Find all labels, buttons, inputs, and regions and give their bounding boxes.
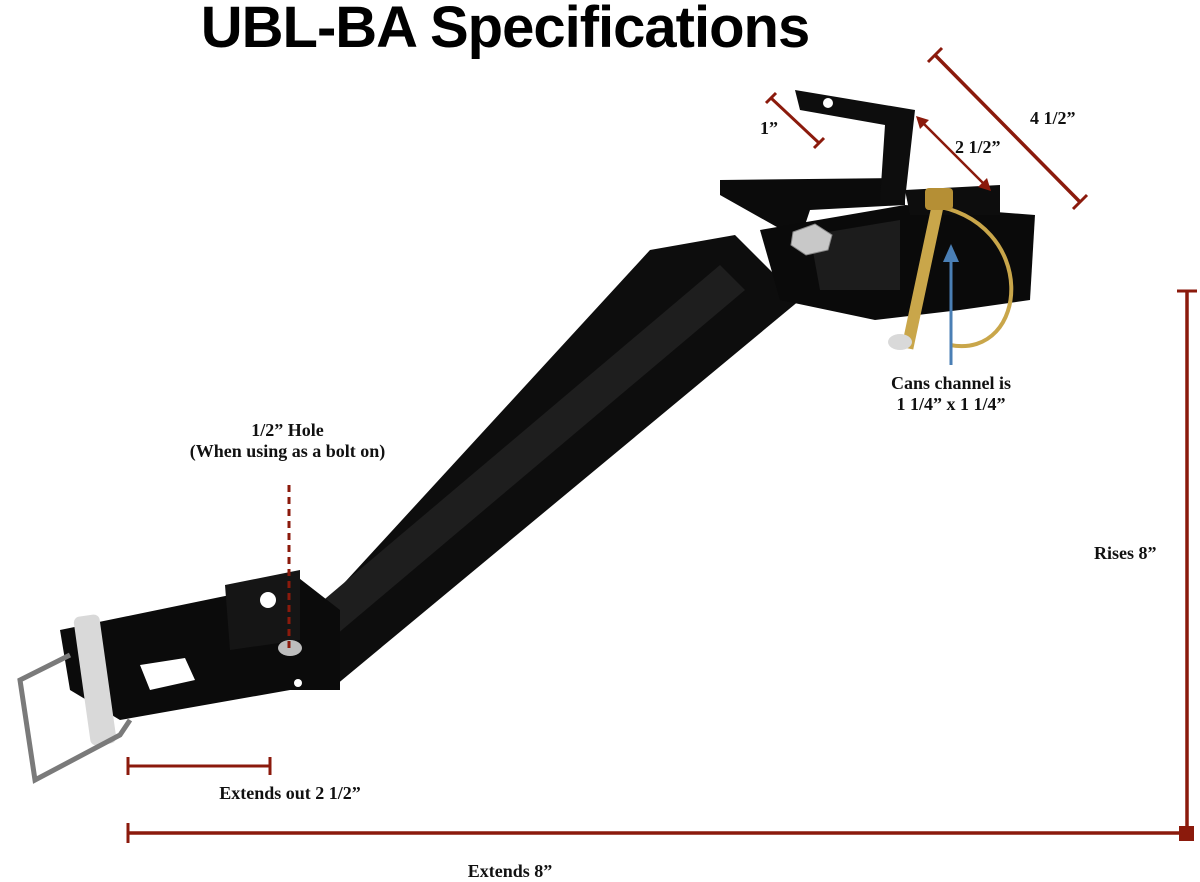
dim-1-cap-b bbox=[812, 136, 826, 150]
rises-label: Rises 8” bbox=[1094, 543, 1157, 563]
dim-4-half-label: 4 1/2” bbox=[1030, 108, 1076, 128]
channel-inner bbox=[810, 220, 900, 290]
upper-pin bbox=[901, 195, 946, 350]
dim-2-half-arrow-b bbox=[978, 178, 991, 191]
small-hole bbox=[294, 679, 302, 687]
upper-hook bbox=[795, 90, 915, 200]
upper-pin-tip bbox=[888, 334, 912, 350]
lower-slot bbox=[140, 658, 195, 690]
hole-label-line2: (When using as a bolt on) bbox=[189, 441, 386, 461]
extends-label: Extends 8” bbox=[467, 861, 553, 881]
dim-2-half-arrow-a bbox=[916, 116, 929, 129]
bolt-head bbox=[790, 223, 833, 256]
arm-highlight bbox=[300, 265, 745, 640]
corner-marker bbox=[1179, 826, 1194, 841]
upper-pin-ring bbox=[929, 203, 1014, 349]
upper-plate bbox=[720, 178, 905, 240]
extends-out-label: Extends out 2 1/2” bbox=[219, 783, 361, 803]
lower-wire-clip bbox=[17, 652, 133, 784]
cans-label-line2: 1 1/4” x 1 1/4” bbox=[896, 394, 1006, 414]
upper-pin-head bbox=[925, 188, 953, 210]
page-title: UBL-BA Specifications bbox=[200, 0, 810, 60]
cans-label-line1: Cans channel is bbox=[890, 373, 1012, 393]
lower-tab bbox=[225, 570, 300, 650]
cans-pointer-arrowhead bbox=[943, 244, 959, 262]
dim-4-half-cap-b bbox=[1071, 193, 1089, 211]
dim-4-half-line bbox=[933, 53, 1082, 204]
dim-2-half-label: 2 1/2” bbox=[955, 137, 1001, 157]
dim-2-half-line bbox=[921, 121, 986, 186]
lower-pin bbox=[73, 614, 117, 746]
dim-1-label: 1” bbox=[760, 118, 778, 138]
upper-hook-hole bbox=[823, 98, 833, 108]
dim-1-cap-a bbox=[764, 91, 778, 105]
bolt-hole bbox=[260, 592, 276, 608]
hole-label-line1: 1/2” Hole bbox=[251, 420, 324, 440]
dim-4-half-cap-a bbox=[926, 46, 944, 64]
dim-1-line bbox=[769, 96, 821, 145]
